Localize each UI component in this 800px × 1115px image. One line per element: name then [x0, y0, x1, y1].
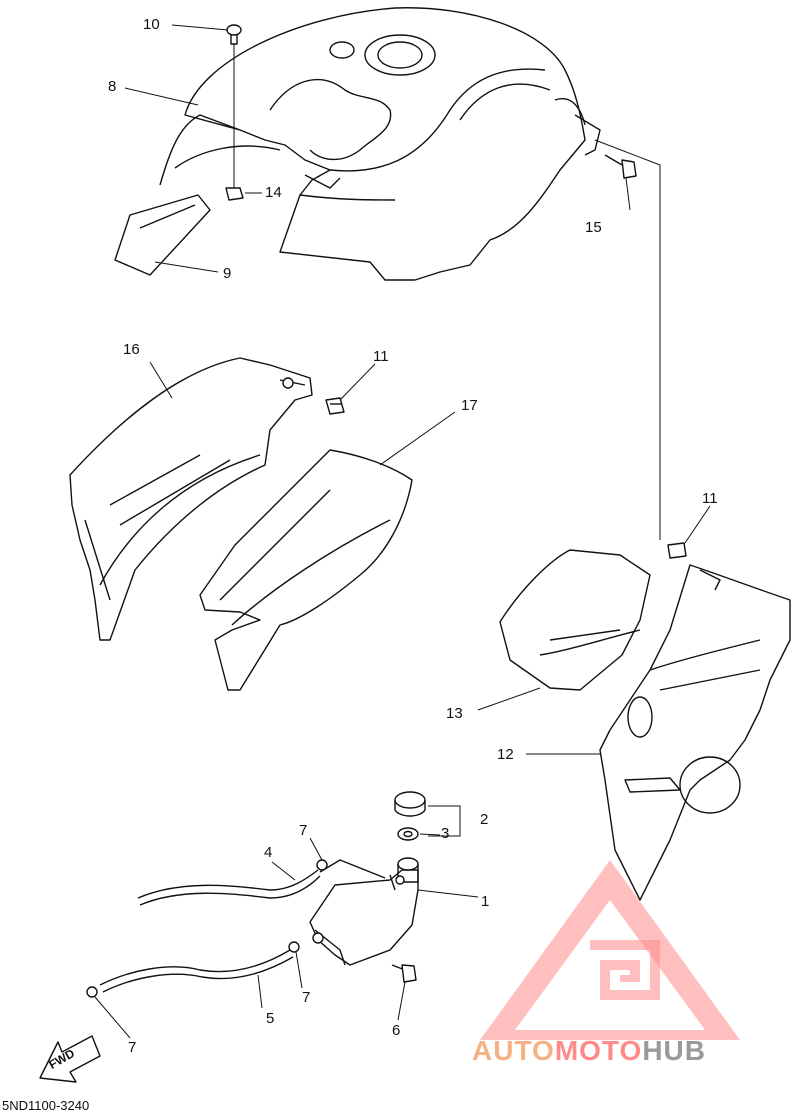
callout-7-a: 7 [299, 822, 308, 839]
callout-5: 5 [266, 1010, 275, 1027]
watermark-text: AUTOMOTOHUB [472, 1035, 706, 1067]
part-16-left-side-cover [69, 357, 313, 641]
part-9-decal [114, 194, 211, 276]
part-12-nut [225, 187, 244, 201]
callout-11-upper: 11 [373, 348, 389, 365]
callout-6: 6 [392, 1022, 401, 1039]
part-13-bolt [604, 154, 637, 179]
diagram-code: 5ND1100-3240 [2, 1098, 90, 1113]
callout-2: 2 [480, 811, 489, 828]
part-3-washer [397, 827, 419, 841]
part-7-clamp-c [86, 986, 98, 998]
part-15-right-panel [499, 549, 651, 691]
part-17-left-panel [199, 449, 413, 691]
part-2-cap [394, 791, 426, 817]
part-8-tank-cover [159, 7, 601, 281]
callout-14: 12 [497, 746, 514, 763]
callout-7-b: 7 [302, 989, 311, 1006]
part-1-reservoir-tank [309, 857, 419, 966]
fwd-arrow-icon [39, 1035, 101, 1083]
part-10-screw [226, 24, 242, 190]
callout-15: 13 [446, 705, 463, 722]
callout-17: 17 [461, 397, 478, 414]
watermark-part-moto: MOTO [554, 1035, 643, 1066]
callout-8: 8 [108, 78, 117, 95]
callout-4: 4 [264, 844, 273, 861]
part-6-bolt [391, 964, 417, 983]
watermark-part-auto: AUTO [472, 1035, 555, 1066]
callout-13: 15 [585, 219, 602, 236]
watermark-part-hub: HUB [642, 1035, 706, 1066]
watermark-logo [480, 860, 740, 1040]
callout-12: 14 [265, 184, 282, 201]
callout-11-lower: 11 [702, 490, 718, 507]
callout-10: 10 [143, 16, 160, 33]
callout-7-c: 7 [128, 1039, 137, 1056]
part-7-clamp-b [288, 941, 300, 953]
part-11-grommet-upper [325, 397, 345, 415]
callout-9: 9 [223, 265, 232, 282]
part-11-grommet-lower [667, 542, 687, 559]
callout-16: 16 [123, 341, 140, 358]
part-7-clamp-a [316, 859, 328, 871]
part-5-hose [99, 949, 294, 993]
callout-3: 3 [441, 825, 450, 842]
part-14-right-side-cover [599, 564, 791, 901]
callout-1: 1 [481, 893, 490, 910]
